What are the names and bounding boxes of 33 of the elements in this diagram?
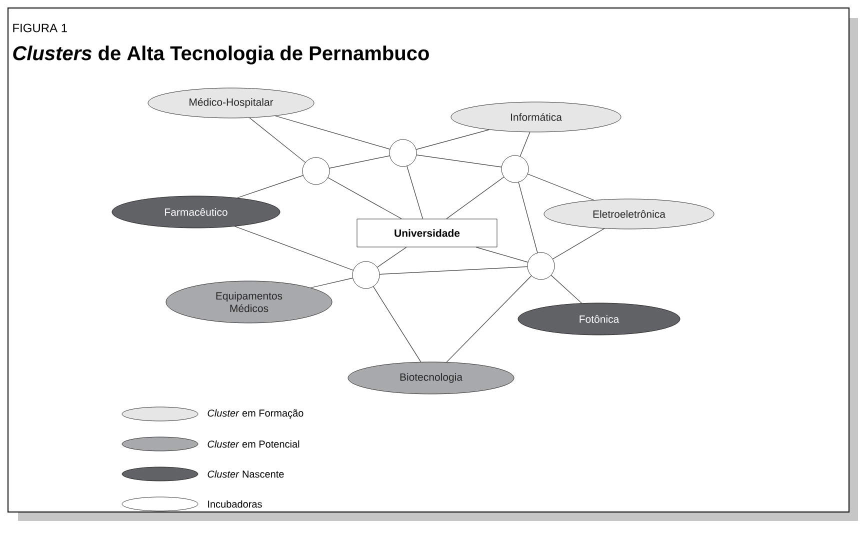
connector-line [377, 246, 407, 268]
connector-line [550, 274, 582, 304]
figure-label: FIGURA 1 [13, 24, 67, 32]
legend-label: Cluster Nascente [208, 470, 284, 478]
connector-line [249, 118, 306, 163]
connector-line [416, 129, 490, 150]
university-box: Universidade [356, 218, 498, 248]
connector-line [518, 182, 538, 254]
connector-line [373, 286, 422, 362]
connector-line [310, 278, 353, 288]
connector-line [274, 116, 390, 150]
connector-line [234, 226, 354, 271]
connector-line [527, 174, 594, 200]
connector-line [416, 154, 502, 168]
connector-line [520, 132, 530, 157]
connector-line [406, 166, 424, 220]
connector-line [328, 177, 402, 220]
connector-line [379, 266, 528, 275]
connector-line [446, 275, 532, 362]
title: Clusters de Alta Tecnologia de Pernambuco [13, 46, 429, 64]
connector-line [237, 175, 304, 198]
connector-line [476, 246, 528, 262]
incubator-circle [302, 157, 330, 185]
connector-line [552, 228, 605, 260]
incubator-circle [352, 261, 380, 289]
connector-line [329, 155, 390, 169]
connector-line [446, 176, 504, 220]
legend-label: Incubadoras [208, 500, 262, 508]
incubator-circle [527, 252, 555, 280]
incubator-circle [389, 139, 417, 167]
legend-label: Cluster em Potencial [208, 440, 300, 448]
incubator-circle [501, 155, 529, 183]
legend-label: Cluster em Formação [208, 409, 304, 419]
